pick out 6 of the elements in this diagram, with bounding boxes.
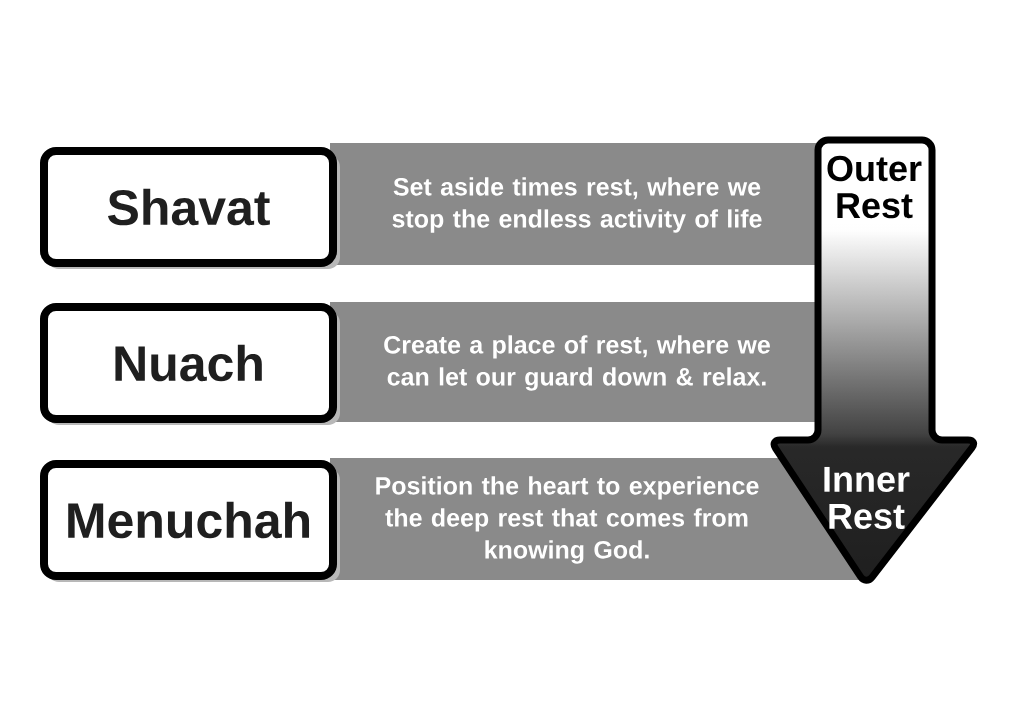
term-box: Nuach <box>40 303 340 425</box>
description-band: Set aside times rest, where we stop the endless activity of life <box>330 143 816 265</box>
term-box: Menuchah <box>40 460 340 582</box>
term-box: Shavat <box>40 147 340 269</box>
arrow-label: Outer Rest <box>827 155 922 219</box>
description-band: Create a place of rest, where we can let our guard down & relax. <box>330 302 816 422</box>
